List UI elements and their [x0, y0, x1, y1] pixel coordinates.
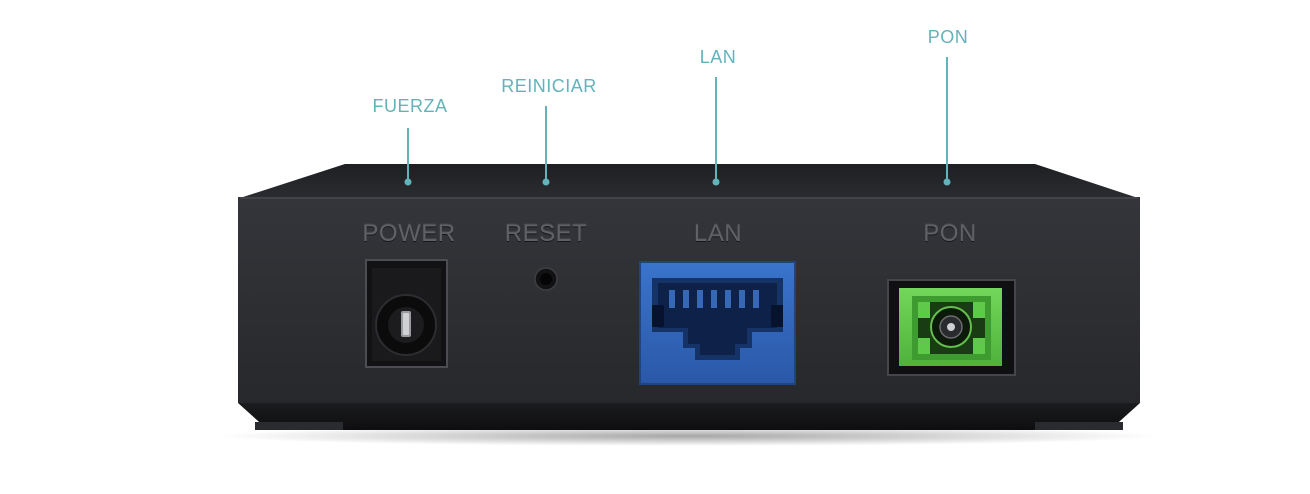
device-top	[240, 164, 1138, 198]
reset-pinhole	[534, 267, 558, 291]
power-callout-line	[407, 128, 409, 181]
power-callout-dot	[404, 178, 412, 186]
lan-callout-dot	[712, 178, 720, 186]
device-base	[238, 403, 1140, 430]
lan-panel-label: LAN	[693, 220, 743, 247]
power-jack	[365, 259, 448, 368]
pon-callout-dot	[943, 178, 951, 186]
reset-callout-label: REINICIAR	[501, 76, 597, 96]
power-panel-label: POWER	[362, 220, 456, 247]
reset-callout-dot	[542, 178, 550, 186]
pon-callout-label: PON	[927, 27, 969, 47]
reset-callout-line	[545, 106, 547, 181]
reset-panel-label: RESET	[504, 220, 588, 247]
lan-callout-label: LAN	[699, 47, 737, 67]
lan-callout-line	[715, 77, 717, 181]
pon-port	[887, 279, 1016, 376]
pon-callout-line	[946, 57, 948, 181]
power-callout-label: FUERZA	[372, 96, 448, 116]
lan-port	[639, 261, 796, 385]
pon-panel-label: PON	[923, 220, 977, 247]
